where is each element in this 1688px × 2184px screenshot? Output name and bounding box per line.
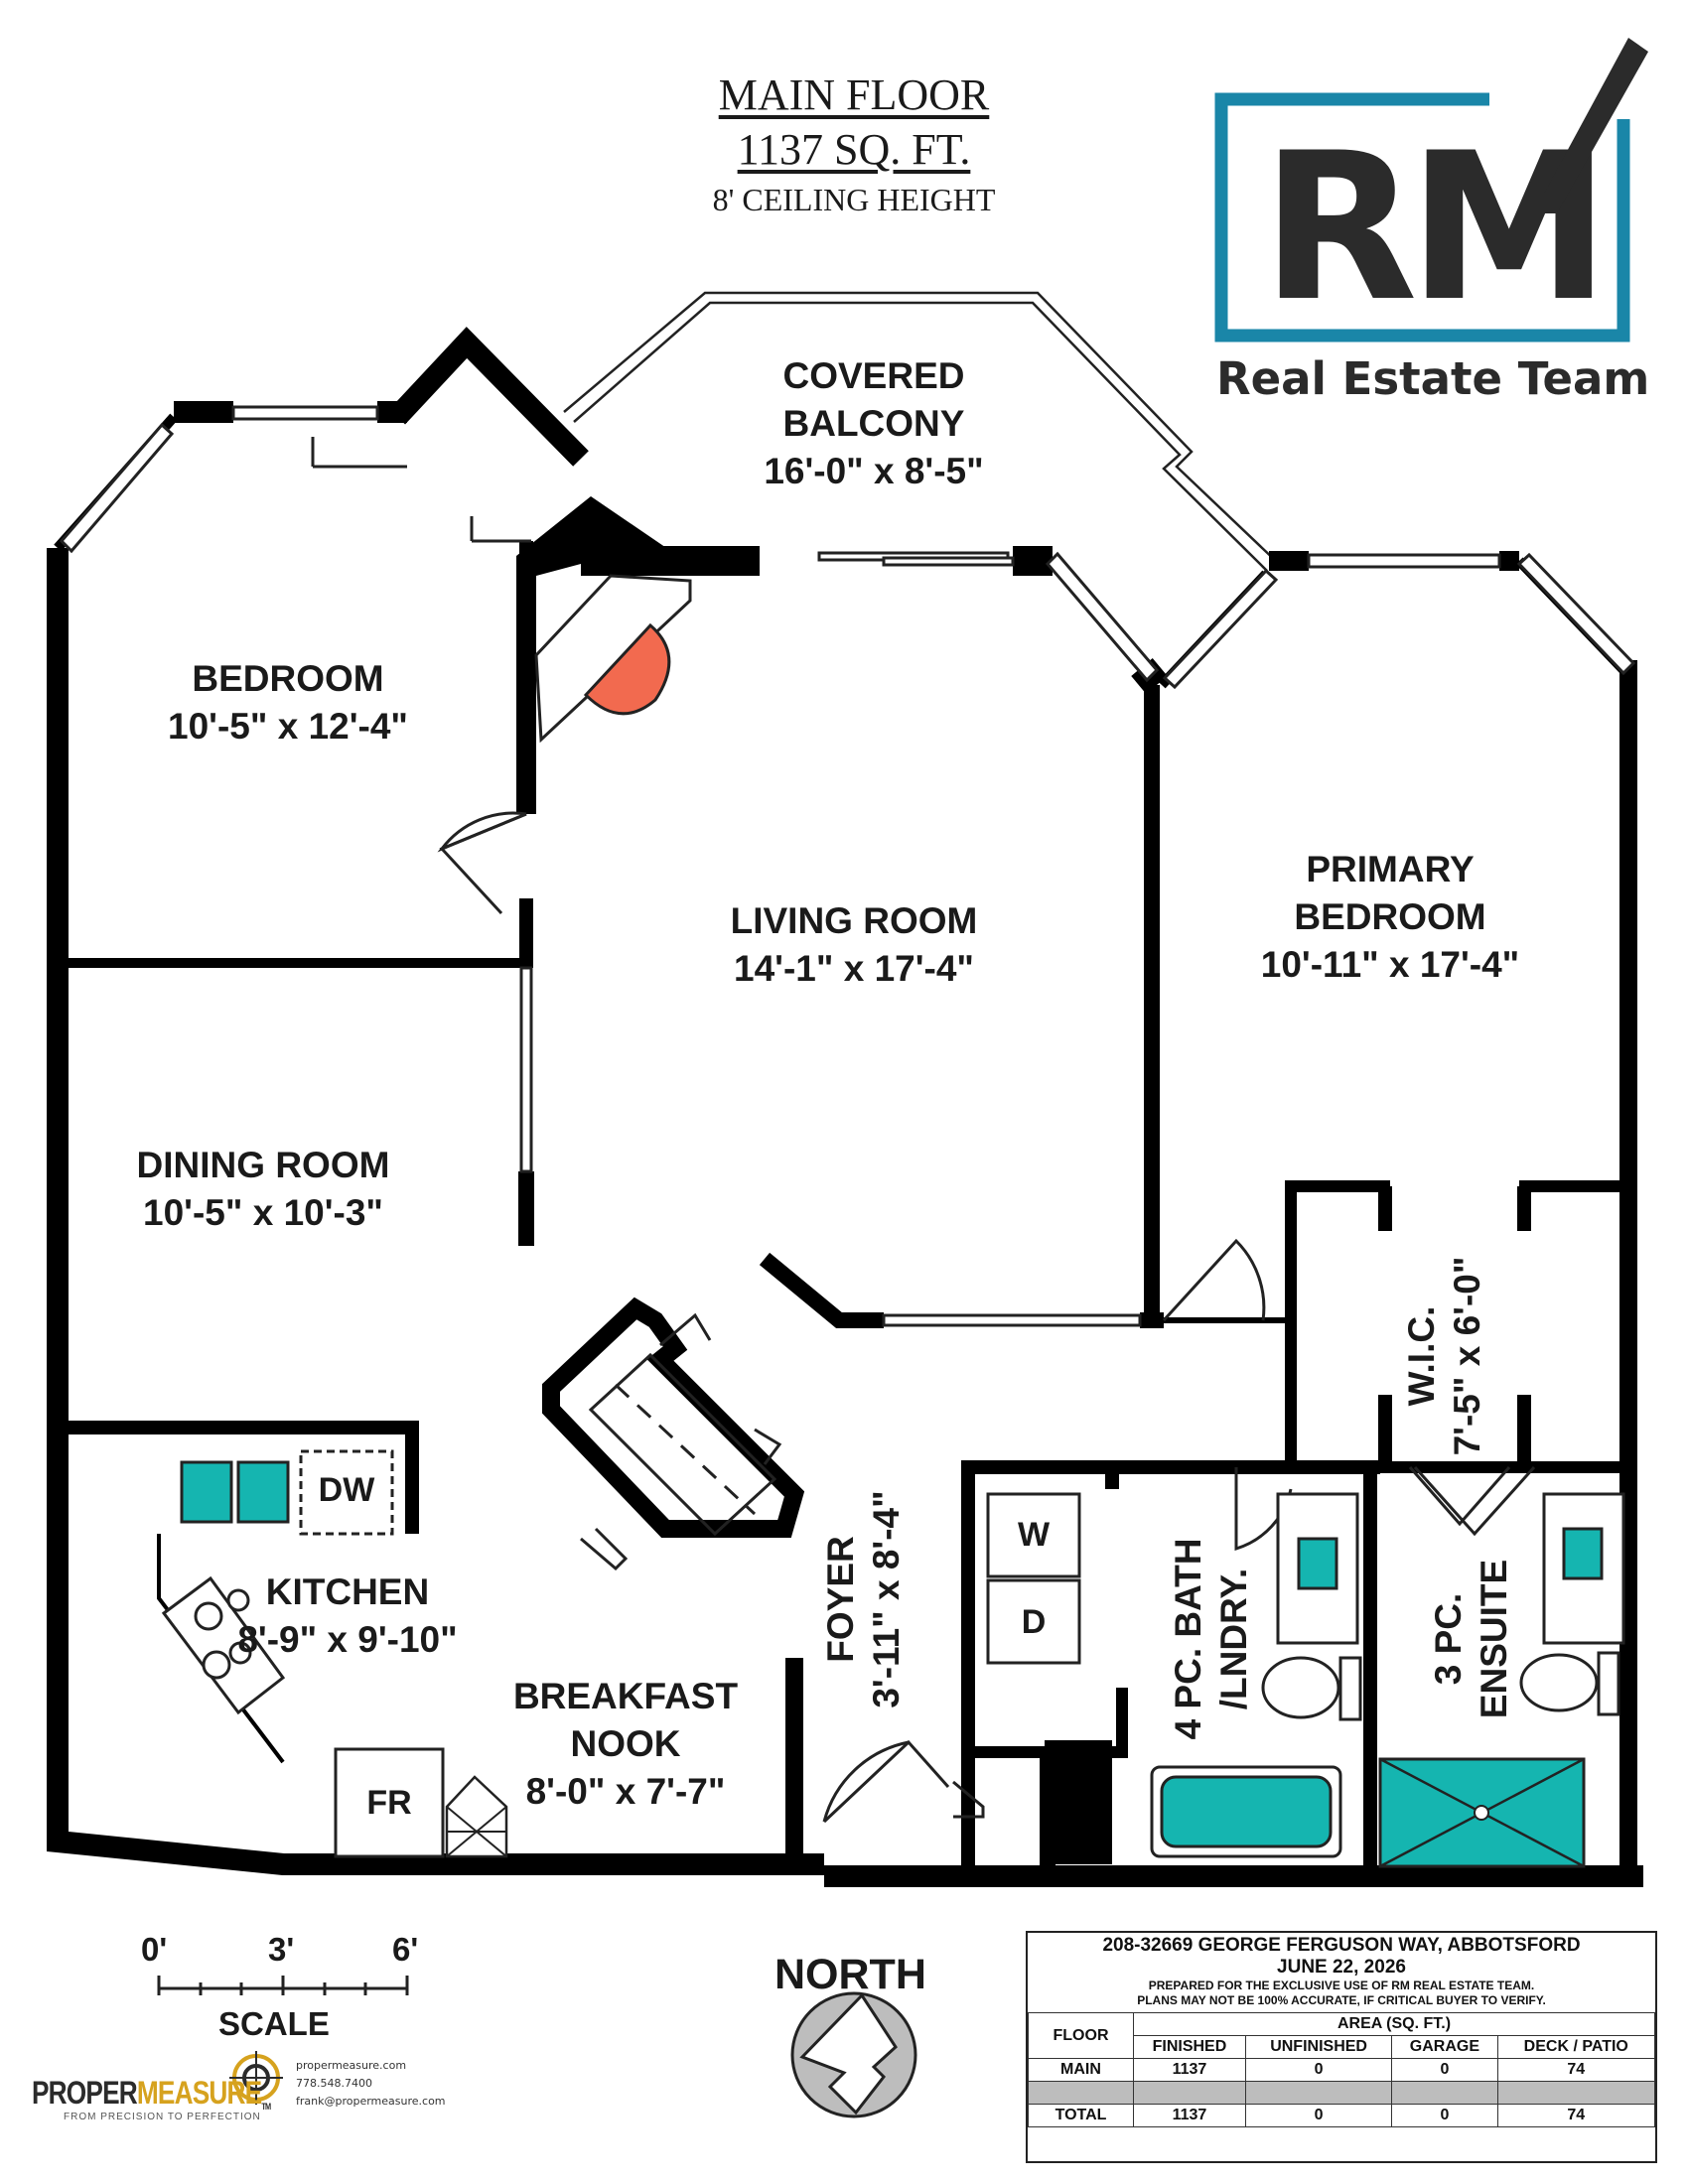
fireplace [534, 574, 692, 744]
room-wic: W.I.C. 7'-5" x 6'-0" [1399, 1227, 1490, 1485]
floor-area: 1137 SQ. FT. [737, 125, 971, 174]
propermeasure-logo: PROPERMEASURETM [32, 2075, 271, 2112]
kitchen-name: KITCHEN [265, 1571, 430, 1612]
propermeasure-contact: propermeasure.com 778.548.7400 frank@pro… [296, 2057, 446, 2111]
contact-website[interactable]: propermeasure.com [296, 2059, 407, 2072]
room-bath-laundry: 4 PC. BATH /LNDRY. [1166, 1510, 1257, 1768]
ensuite-name-1: 3 PC. [1428, 1592, 1469, 1686]
property-info-block: 208-32669 GEORGE FERGUSON WAY, ABBOTSFOR… [1026, 1931, 1657, 2163]
row-main-garage: 0 [1391, 2058, 1498, 2082]
col-deck: DECK / PATIO [1496, 2035, 1656, 2059]
nook-name-2: NOOK [570, 1723, 681, 1764]
room-dining: DINING ROOM 10'-5" x 10'-3" [104, 1142, 422, 1237]
scale-bar [157, 1976, 409, 1995]
ensuite-name-2: ENSUITE [1474, 1559, 1514, 1719]
scale-tick-0: 0' [141, 1931, 168, 1968]
propermeasure-mark [229, 2051, 283, 2105]
row-main-floor: MAIN [1028, 2058, 1134, 2082]
dining-dim: 10'-5" x 10'-3" [143, 1192, 383, 1233]
room-covered-balcony: COVERED BALCONY 16'-0" x 8'-5" [715, 352, 1033, 495]
kitchen-dim: 8'-9" x 9'-10" [237, 1619, 458, 1660]
contact-phone: 778.548.7400 [296, 2077, 372, 2090]
floor-title: MAIN FLOOR [718, 70, 990, 119]
ceiling-height: 8' CEILING HEIGHT [712, 182, 996, 217]
room-living: LIVING ROOM 14'-1" x 17'-4" [695, 897, 1013, 993]
bedroom-name: BEDROOM [192, 658, 384, 699]
dishwasher-label: DW [318, 1471, 375, 1509]
propermeasure-tagline: FROM PRECISION TO PERFECTION [64, 2112, 261, 2122]
nook-name-1: BREAKFAST [512, 1676, 739, 1716]
row-total-deck: 74 [1496, 2104, 1656, 2127]
col-finished: FINISHED [1133, 2035, 1246, 2059]
table-spacer-row [1028, 2081, 1656, 2105]
col-floor: FLOOR [1028, 2012, 1134, 2059]
primary-name-2: BEDROOM [1294, 896, 1486, 937]
fridge-label: FR [366, 1784, 412, 1822]
scale-label: SCALE [218, 2005, 330, 2042]
room-primary-bedroom: PRIMARY BEDROOM 10'-11" x 17'-4" [1231, 846, 1549, 989]
washer-label: W [1017, 1516, 1051, 1554]
room-foyer: FOYER 3'-11" x 8'-4" [818, 1470, 910, 1728]
brand-team-name: Real Estate Team [1216, 352, 1650, 405]
row-main-deck: 74 [1496, 2058, 1656, 2082]
row-total-floor: TOTAL [1028, 2104, 1134, 2127]
foyer-name: FOYER [820, 1536, 861, 1663]
logo-proper: PROPER [32, 2075, 138, 2111]
row-total-garage: 0 [1391, 2104, 1498, 2127]
wic-name: W.I.C. [1401, 1305, 1442, 1407]
primary-name-1: PRIMARY [1306, 849, 1475, 889]
north-label: NORTH [774, 1951, 926, 1998]
logo-measure: MEASURE [136, 2075, 262, 2111]
kitchen-fixtures [161, 1449, 508, 1858]
compass [790, 1991, 917, 2118]
windows [59, 405, 1636, 1327]
foyer-dim: 3'-11" x 8'-4" [866, 1490, 907, 1708]
dryer-label: D [1021, 1603, 1047, 1641]
bedroom-dim: 10'-5" x 12'-4" [168, 706, 408, 747]
balcony-name-1: COVERED [782, 355, 965, 396]
living-name: LIVING ROOM [730, 900, 978, 941]
room-kitchen: KITCHEN 8'-9" x 9'-10" [199, 1569, 496, 1664]
bath-name-1: 4 PC. BATH [1168, 1538, 1208, 1740]
balcony-outline [563, 291, 1282, 572]
svg-text:RM: RM [1261, 110, 1601, 346]
living-dim: 14'-1" x 17'-4" [734, 948, 974, 989]
primary-dim: 10'-11" x 17'-4" [1260, 944, 1520, 985]
balcony-name-2: BALCONY [782, 403, 965, 444]
room-breakfast-nook: BREAKFAST NOOK 8'-0" x 7'-7" [477, 1673, 774, 1816]
scale-tick-6: 6' [392, 1931, 419, 1968]
balcony-dim: 16'-0" x 8'-5" [764, 451, 984, 491]
nook-dim: 8'-0" x 7'-7" [525, 1771, 726, 1812]
rm-logo: RM [1214, 38, 1648, 346]
bath-name-2: /LNDRY. [1213, 1568, 1254, 1710]
row-main-unfinished: 0 [1244, 2058, 1393, 2082]
area-table: FLOOR AREA (SQ. FT.) FINISHED UNFINISHED… [1028, 2012, 1656, 2127]
contact-email[interactable]: frank@propermeasure.com [296, 2095, 446, 2108]
wic-dim: 7'-5" x 6'-0" [1447, 1256, 1487, 1456]
doors [311, 437, 1536, 1824]
col-unfinished: UNFINISHED [1244, 2035, 1393, 2059]
disclaimer-2: PLANS MAY NOT BE 100% ACCURATE, IF CRITI… [1137, 1993, 1546, 2007]
col-garage: GARAGE [1391, 2035, 1498, 2059]
bath-fixtures [986, 1492, 1625, 1868]
plan-date: JUNE 22, 2026 [1277, 1957, 1406, 1978]
logo-tm: TM [261, 2102, 271, 2112]
row-total-finished: 1137 [1133, 2104, 1246, 2127]
scale-tick-3: 3' [268, 1931, 295, 1968]
row-total-unfinished: 0 [1244, 2104, 1393, 2127]
chimney-mass [516, 496, 1112, 1864]
property-address: 208-32669 GEORGE FERGUSON WAY, ABBOTSFOR… [1102, 1935, 1581, 1956]
dining-name: DINING ROOM [136, 1145, 390, 1185]
room-bedroom: BEDROOM 10'-5" x 12'-4" [139, 655, 437, 751]
row-main-finished: 1137 [1133, 2058, 1246, 2082]
col-area: AREA (SQ. FT.) [1133, 2012, 1655, 2036]
disclaimer-1: PREPARED FOR THE EXCLUSIVE USE OF RM REA… [1148, 1979, 1535, 1992]
room-ensuite: 3 PC. ENSUITE [1426, 1540, 1517, 1738]
